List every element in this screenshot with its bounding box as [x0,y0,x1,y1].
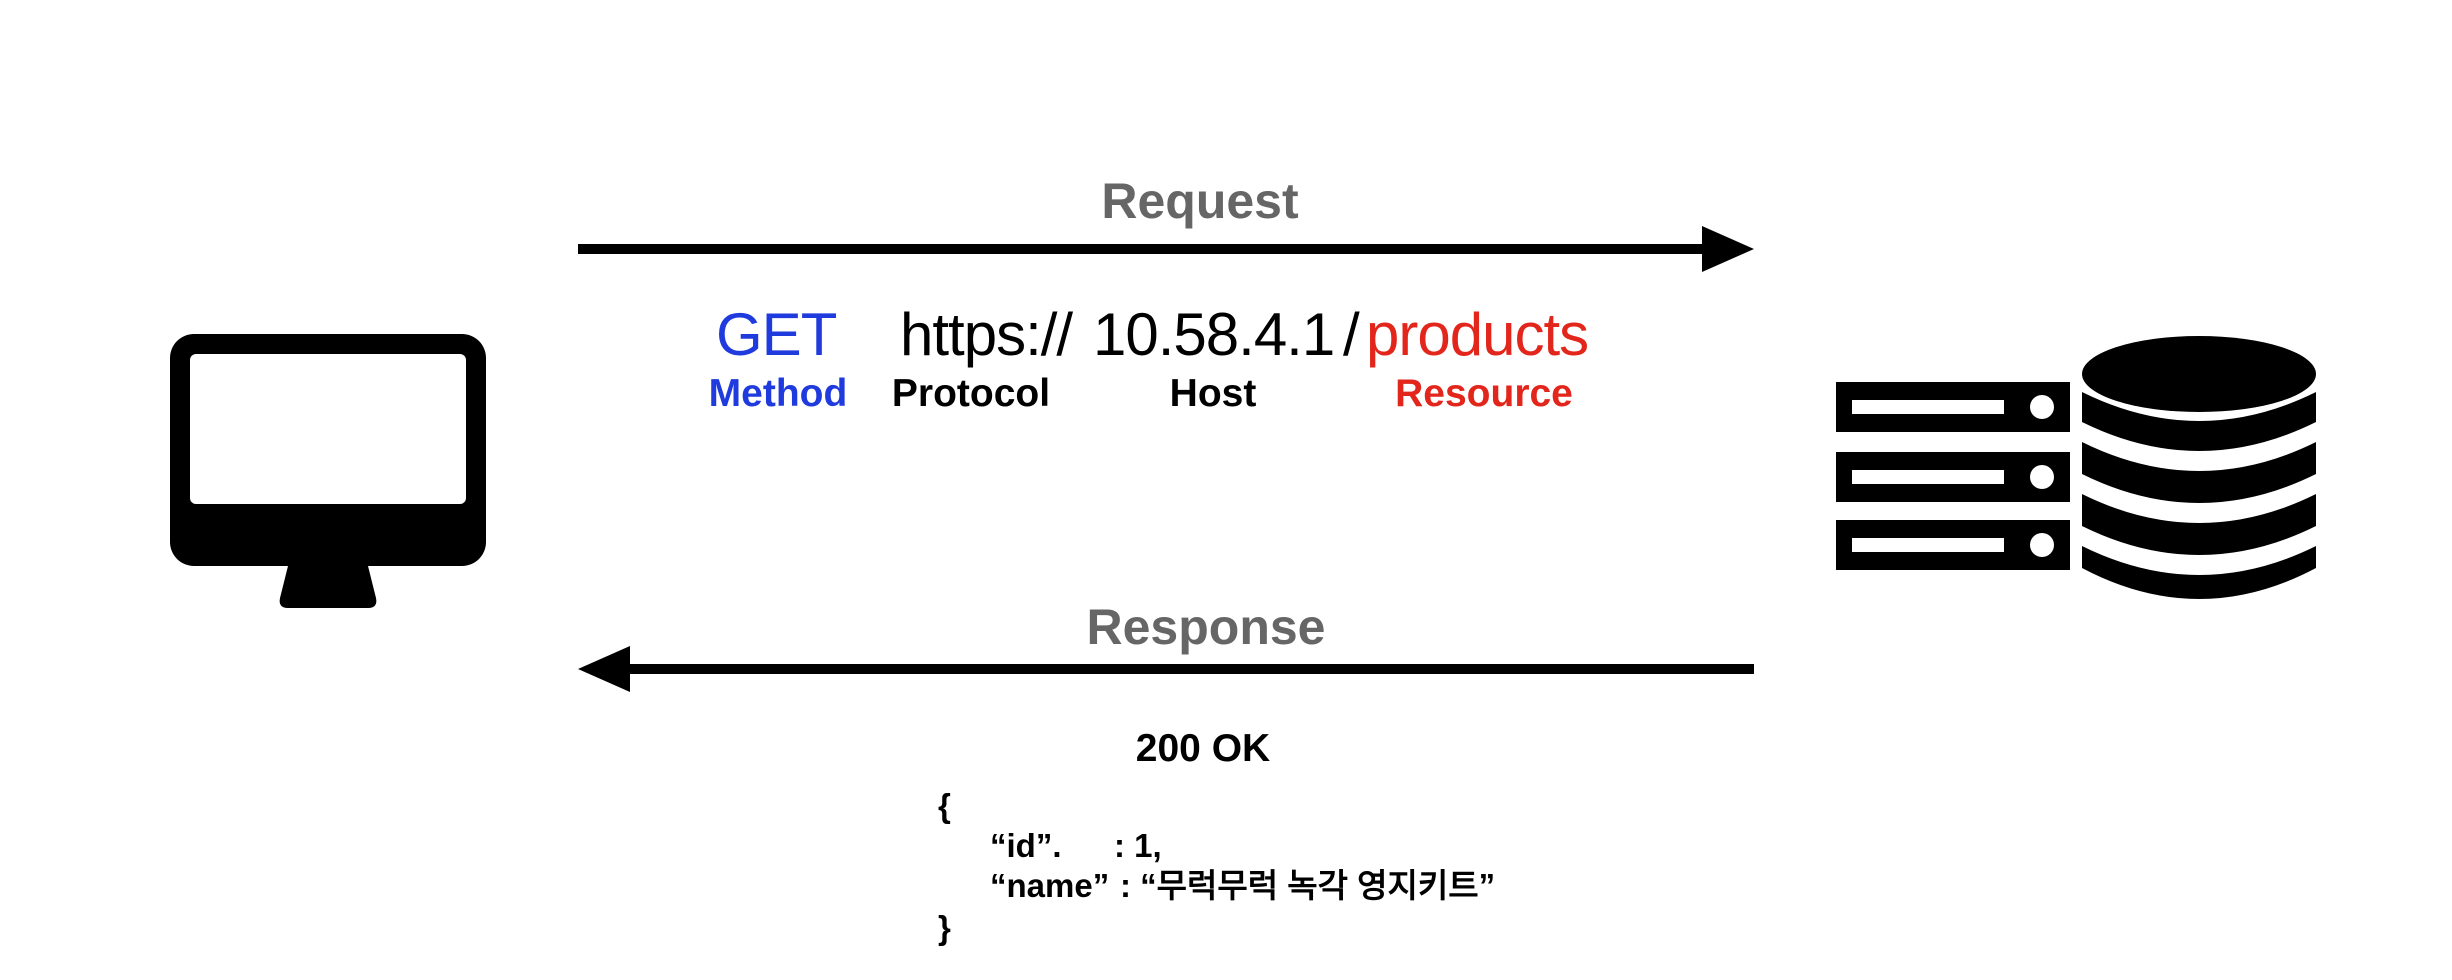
url-path-separator: / [1343,301,1360,368]
url-scheme: https:// [900,301,1073,368]
database-icon [2082,336,2316,599]
response-status: 200 OK [1135,727,1271,770]
client-computer-icon [170,334,486,608]
url-resource: products [1366,301,1589,368]
request-arrow [578,226,1754,272]
response-arrow [578,646,1754,692]
json-close-brace: } [938,909,951,946]
request-label: Request [1101,173,1299,229]
json-open-brace: { [938,787,951,824]
resource-caption: Resource [1395,372,1573,415]
http-method: GET [716,301,837,368]
method-caption: Method [708,372,848,415]
json-id-key: “id”. [990,827,1062,864]
json-name-value: : “무럭무럭 녹각 영지키트” [1120,867,1496,904]
server-rack-icon [1836,382,2070,570]
protocol-caption: Protocol [891,372,1051,415]
json-name-key: “name” [990,867,1110,904]
host-caption: Host [1169,372,1257,415]
url-host: 10.58.4.1 [1093,301,1335,368]
json-id-value: : 1, [1114,827,1162,864]
response-label: Response [1086,599,1326,655]
